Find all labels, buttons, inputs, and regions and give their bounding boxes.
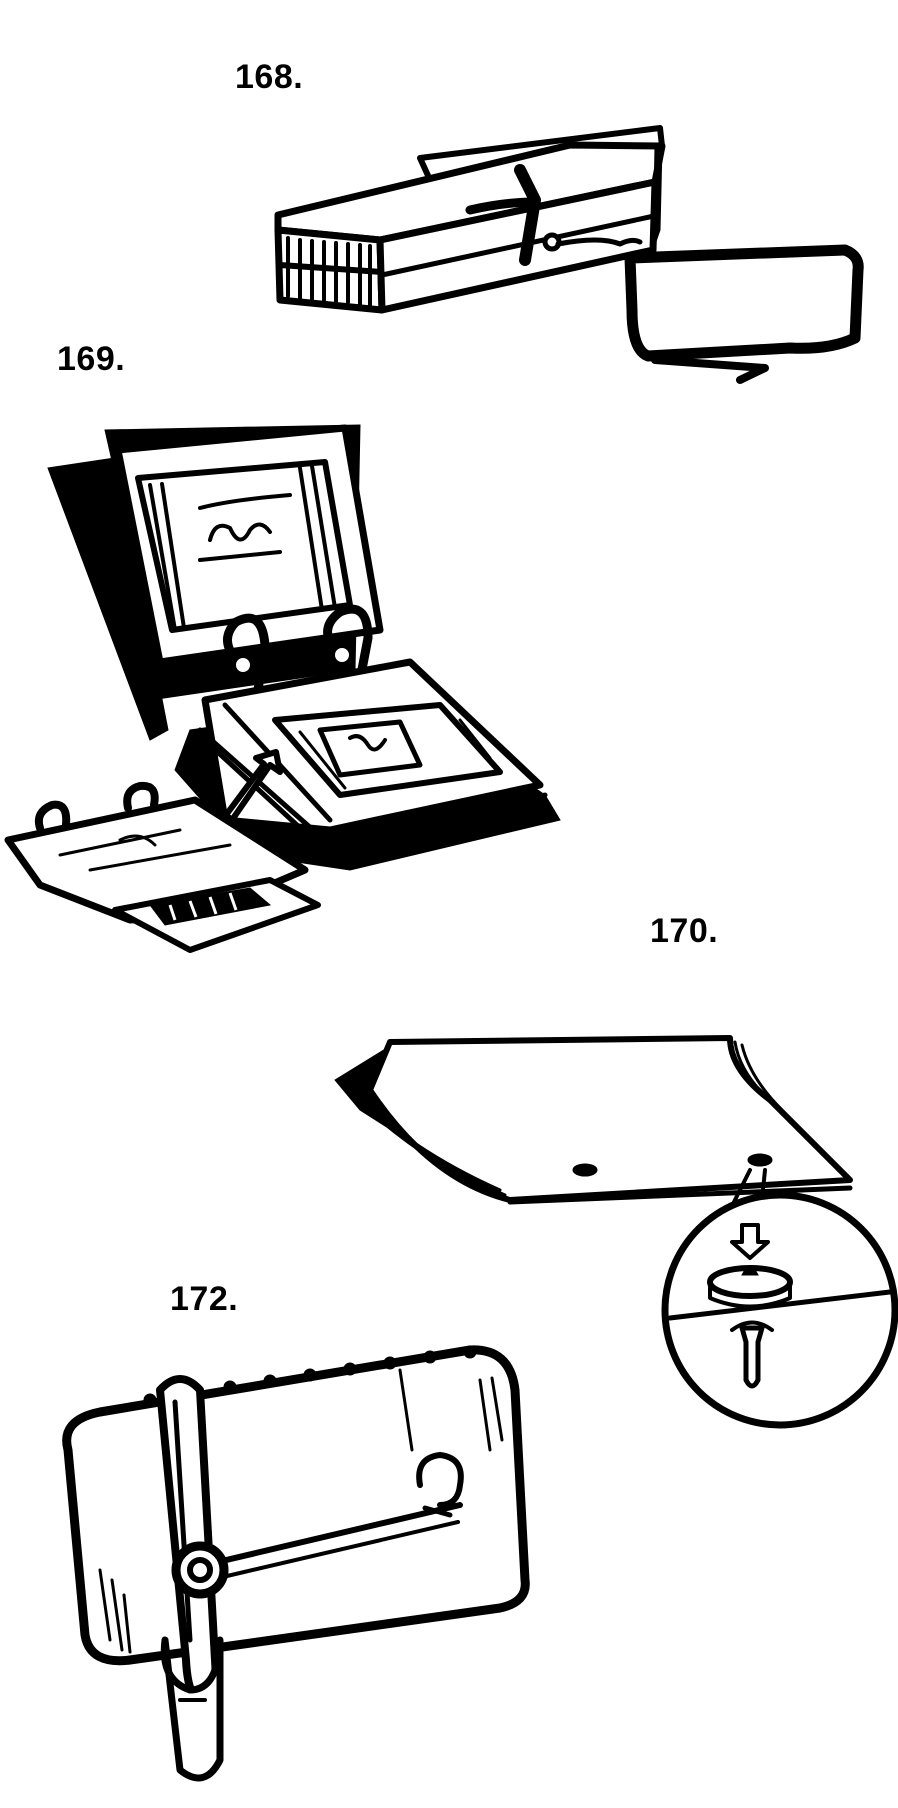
figure-label-172: 172. bbox=[170, 1280, 239, 1318]
ring-binder-file-icon bbox=[4, 424, 561, 953]
figure-label-168: 168. bbox=[235, 58, 304, 96]
bound-card-bundle-with-tag-icon bbox=[274, 125, 864, 384]
pad-with-safety-pin-clasp-icon bbox=[62, 1345, 530, 1782]
stack-of-sheets-with-stud-detail-icon bbox=[334, 1035, 898, 1429]
figure-label-169: 169. bbox=[57, 340, 126, 378]
figure-label-170: 170. bbox=[650, 912, 719, 950]
